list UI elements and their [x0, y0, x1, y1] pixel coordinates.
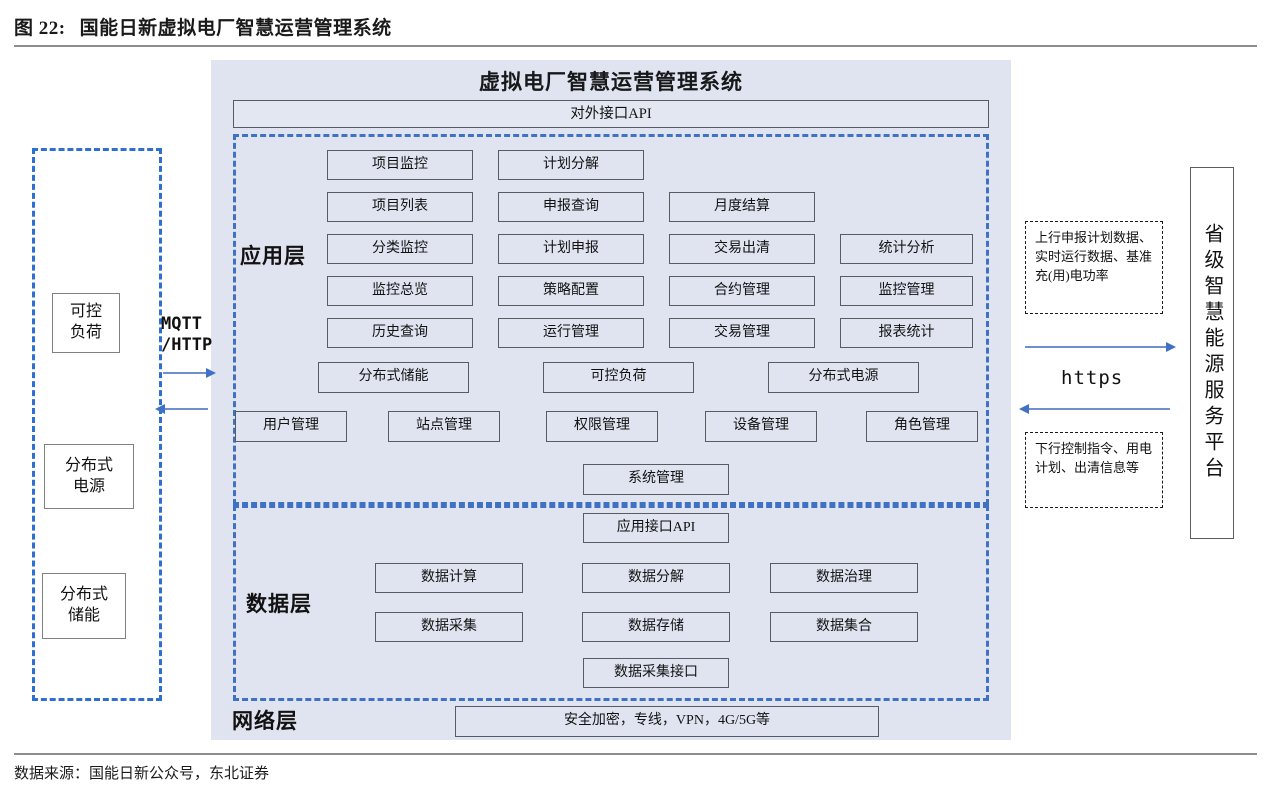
app-node[interactable]: 系统管理	[583, 464, 729, 495]
divider-bottom	[14, 753, 1257, 755]
mqtt-http-label: MQTT /HTTP	[161, 314, 213, 356]
edge-device-node[interactable]: 可控 负荷	[52, 293, 120, 353]
external-api-bar[interactable]: 对外接口API	[233, 100, 989, 128]
arrow-head-icon	[155, 404, 165, 414]
divider-top	[14, 45, 1257, 47]
app-node[interactable]: 计划申报	[498, 234, 644, 264]
arrow-head-icon	[206, 368, 216, 378]
edge-device-label-line2: 电源	[72, 477, 105, 495]
app-node[interactable]: 角色管理	[866, 411, 978, 442]
app-node[interactable]: 分布式电源	[768, 362, 919, 393]
edge-device-label-line1: 分布式	[64, 456, 113, 474]
app-node[interactable]: 用户管理	[235, 411, 347, 442]
app-node[interactable]: 报表统计	[840, 318, 973, 348]
app-node[interactable]: 分布式储能	[318, 362, 469, 393]
data-node[interactable]: 数据存储	[582, 612, 730, 642]
arrow-head-icon	[1166, 342, 1176, 352]
data-layer-frame	[233, 505, 989, 701]
downlink-arrow-left-side	[155, 404, 208, 414]
edge-device-label-line1: 分布式	[59, 586, 108, 604]
data-node[interactable]: 数据分解	[582, 563, 730, 593]
app-node[interactable]: 合约管理	[669, 276, 815, 306]
app-node[interactable]: 监控管理	[840, 276, 973, 306]
provincial-platform-box[interactable]: 省级智慧能源服务平台	[1190, 167, 1234, 539]
data-node[interactable]: 数据采集	[375, 612, 523, 642]
app-node[interactable]: 历史查询	[327, 318, 473, 348]
figure-title-text: 国能日新虚拟电厂智慧运营管理系统	[79, 18, 392, 39]
edge-device-label-line2: 负荷	[69, 324, 102, 341]
application-api-node[interactable]: 应用接口API	[583, 513, 729, 543]
app-node[interactable]: 权限管理	[546, 411, 658, 442]
network-layer-label: 网络层	[232, 709, 298, 733]
system-title: 虚拟电厂智慧运营管理系统	[479, 70, 743, 94]
data-node[interactable]: 数据计算	[375, 563, 523, 593]
downlink-note: 下行控制指令、用电计划、出清信息等	[1025, 432, 1163, 508]
app-node[interactable]: 运行管理	[498, 318, 644, 348]
data-node[interactable]: 数据采集接口	[583, 658, 729, 688]
application-layer-label: 应用层	[240, 244, 306, 268]
data-layer-label: 数据层	[246, 592, 312, 616]
app-node[interactable]: 计划分解	[498, 150, 644, 180]
app-node[interactable]: 分类监控	[327, 234, 473, 264]
data-node[interactable]: 数据治理	[770, 563, 918, 593]
uplink-arrow-right-side	[1025, 342, 1176, 352]
application-layer-frame	[233, 134, 989, 505]
app-node[interactable]: 统计分析	[840, 234, 973, 264]
app-node[interactable]: 项目列表	[327, 192, 473, 222]
provincial-platform-label: 省级智慧能源服务平台	[1201, 223, 1223, 483]
app-node[interactable]: 月度结算	[669, 192, 815, 222]
edge-device-node[interactable]: 分布式 储能	[42, 573, 126, 639]
app-node[interactable]: 监控总览	[327, 276, 473, 306]
app-node[interactable]: 可控负荷	[543, 362, 694, 393]
app-node[interactable]: 策略配置	[498, 276, 644, 306]
network-layer-node[interactable]: 安全加密，专线，VPN，4G/5G等	[455, 706, 879, 737]
app-node[interactable]: 项目监控	[327, 150, 473, 180]
page-title: 图 22: 国能日新虚拟电厂智慧运营管理系统	[14, 13, 392, 40]
edge-device-label-line1: 可控	[69, 303, 102, 321]
downlink-arrow-right-side	[1019, 404, 1170, 414]
uplink-arrow-left-side	[163, 368, 216, 378]
app-node[interactable]: 申报查询	[498, 192, 644, 222]
app-node[interactable]: 交易出清	[669, 234, 815, 264]
edge-device-label-line2: 储能	[67, 607, 100, 624]
figure-number: 图 22:	[14, 18, 66, 39]
https-label: https	[1061, 367, 1124, 389]
figure-source: 数据来源：国能日新公众号，东北证券	[14, 766, 270, 782]
app-node[interactable]: 设备管理	[705, 411, 817, 442]
app-node[interactable]: 交易管理	[669, 318, 815, 348]
app-node[interactable]: 站点管理	[388, 411, 500, 442]
arrow-head-icon	[1019, 404, 1029, 414]
edge-device-node[interactable]: 分布式 电源	[44, 444, 134, 509]
data-node[interactable]: 数据集合	[770, 612, 918, 642]
uplink-note: 上行申报计划数据、实时运行数据、基准充(用)电功率	[1025, 221, 1163, 314]
